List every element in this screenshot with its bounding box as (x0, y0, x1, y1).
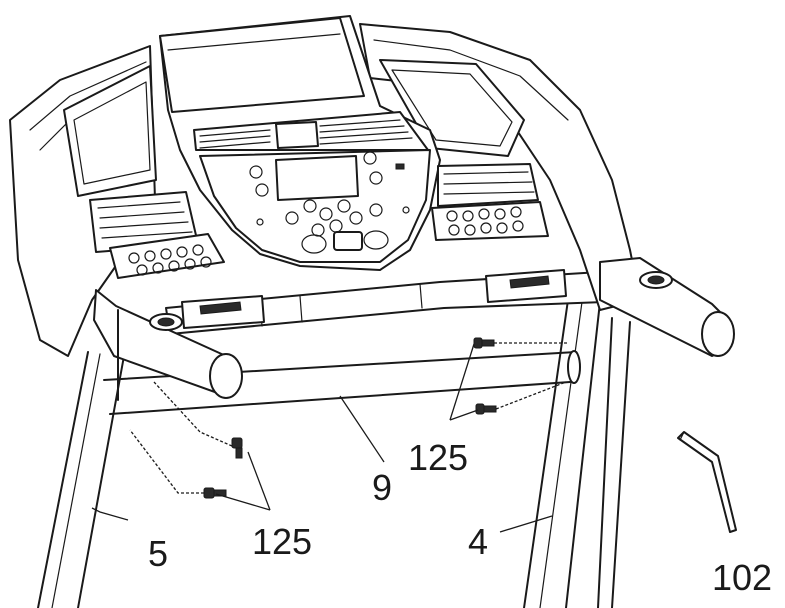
label-part-102: 102 (712, 557, 772, 598)
right-armrest (359, 23, 735, 357)
left-upright (37, 351, 125, 608)
console-display (275, 155, 359, 201)
screw-right-lower (475, 381, 567, 415)
console-buttons (249, 151, 410, 254)
left-armrest (9, 45, 243, 401)
screw-right-upper (473, 337, 568, 349)
screw-left-lower (129, 429, 227, 499)
right-speaker-grille (437, 163, 539, 207)
front-handlebar (165, 269, 605, 335)
right-upright (523, 299, 631, 608)
label-part-9: 9 (372, 467, 392, 508)
console-vent (199, 119, 413, 149)
label-part-4: 4 (468, 521, 488, 562)
allen-wrench (677, 431, 737, 533)
label-part-125-right: 125 (408, 437, 468, 478)
console-body (89, 15, 549, 279)
label-part-125-left: 125 (252, 521, 312, 562)
screw-left-upper (153, 381, 243, 459)
leader-lines (91, 343, 553, 533)
right-handrail-buttons (431, 201, 549, 241)
label-part-5: 5 (148, 533, 168, 574)
